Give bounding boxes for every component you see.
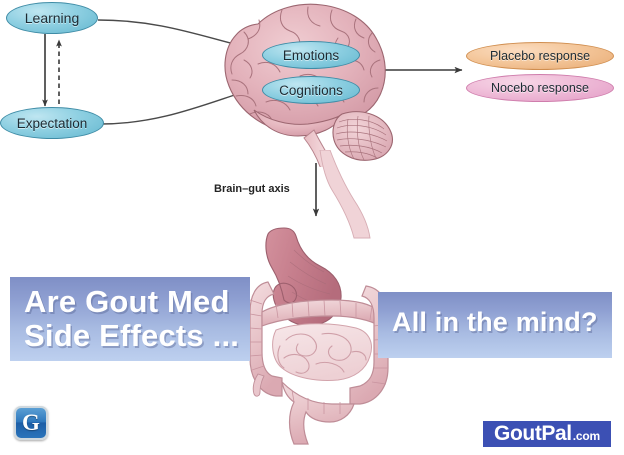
brain-cerebellum [332, 111, 393, 161]
sigmoid-rectum [281, 380, 355, 445]
node-placebo-response-label: Placebo response [489, 49, 591, 63]
node-expectation[interactable]: Expectation [0, 107, 104, 139]
node-learning[interactable]: Learning [6, 2, 98, 34]
headline-banner-right: All in the mind? [378, 292, 612, 358]
appendix [252, 373, 265, 397]
goutpal-badge-letter: G [22, 410, 40, 435]
node-expectation-label: Expectation [16, 115, 88, 131]
goutpal-wordmark-main: GoutPal [494, 422, 572, 445]
node-nocebo-response[interactable]: Nocebo response [466, 74, 614, 102]
goutpal-badge-icon[interactable]: G [14, 406, 48, 440]
headline-banner-left: Are Gout Med Side Effects ... [10, 277, 250, 361]
node-placebo-response[interactable]: Placebo response [466, 42, 614, 70]
large-intestine [249, 281, 283, 397]
goutpal-wordmark[interactable]: GoutPal .com [483, 421, 611, 447]
node-cognitions[interactable]: Cognitions [262, 76, 360, 104]
goutpal-wordmark-tld: .com [572, 429, 600, 443]
brain-gut-axis-label: Brain–gut axis [214, 183, 290, 195]
node-cognitions-label: Cognitions [279, 82, 343, 98]
small-intestine-coils [277, 332, 367, 374]
small-intestine [272, 323, 372, 381]
headline-left-line2: Side Effects ... [24, 317, 240, 353]
node-learning-label: Learning [24, 10, 80, 26]
node-emotions-label: Emotions [282, 47, 340, 63]
headline-left-line1: Are Gout Med [24, 284, 230, 319]
node-emotions[interactable]: Emotions [262, 41, 360, 69]
brain-stem-tail [319, 150, 371, 239]
cerebellum-folia [335, 115, 388, 161]
digestive-tract-illustration [249, 227, 389, 445]
headline-right: All in the mind? [392, 307, 598, 337]
node-nocebo-response-label: Nocebo response [491, 81, 589, 95]
colon-haustra [249, 299, 389, 414]
